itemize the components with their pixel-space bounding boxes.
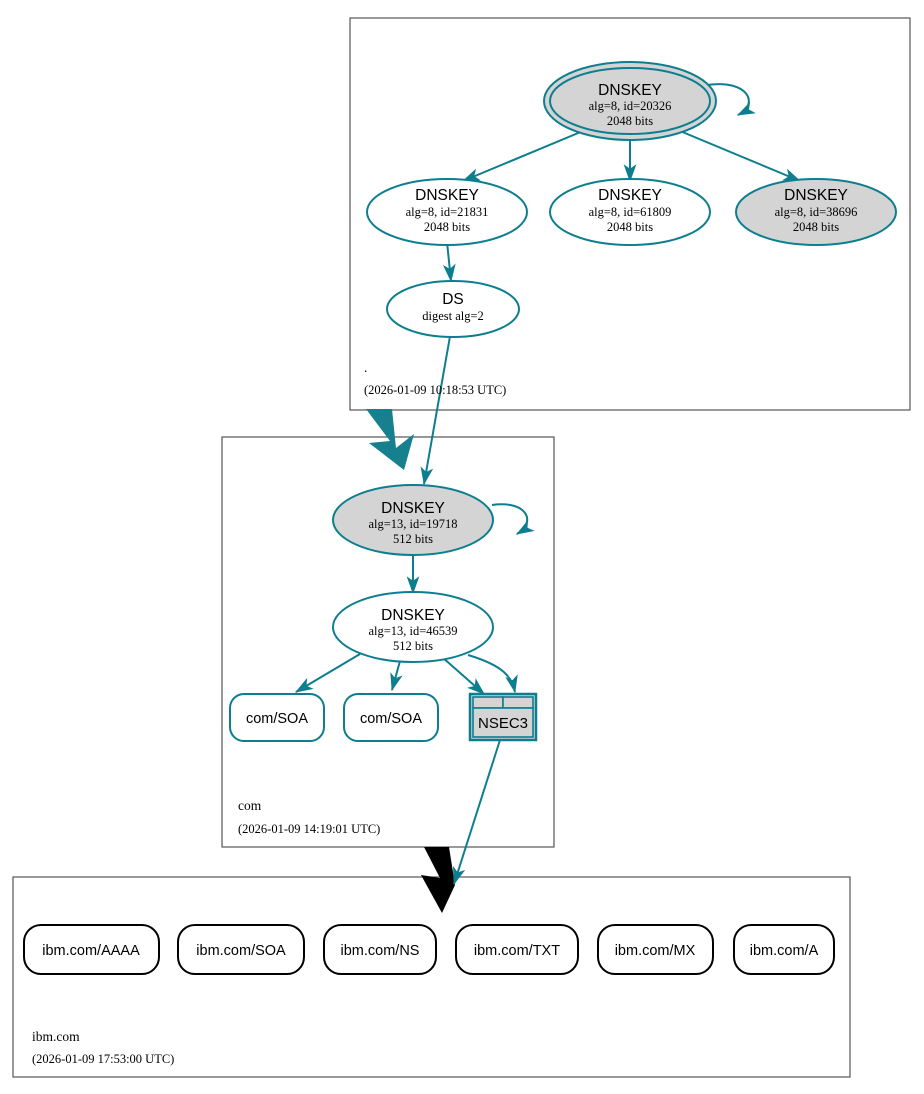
zone-name: com (238, 798, 262, 813)
block-arrow-com-to-ibm (421, 847, 455, 913)
edge-com-zsk-to-nsec3-right (467, 654, 518, 694)
node-label: ibm.com/TXT (474, 943, 560, 959)
node-ibm-aaaa[interactable]: ibm.com/AAAA (23, 924, 160, 975)
node-com-soa-2[interactable]: com/SOA (343, 693, 439, 742)
node-detail: alg=13, id=19718 (368, 517, 457, 531)
node-ibm-soa[interactable]: ibm.com/SOA (177, 924, 305, 975)
node-detail: alg=8, id=21831 (406, 205, 489, 219)
zone-box-root (349, 17, 911, 411)
node-detail: alg=8, id=38696 (775, 205, 858, 219)
edge-com-zsk-to-soa-2 (390, 660, 403, 692)
node-root-dnskey-61809[interactable]: DNSKEY alg=8, id=61809 2048 bits (549, 178, 711, 246)
edge-com-zsk-to-soa-1 (294, 653, 361, 693)
node-com-soa-1[interactable]: com/SOA (229, 693, 325, 742)
node-bits: 2048 bits (793, 220, 839, 234)
node-label: com/SOA (360, 711, 422, 727)
node-bits: 2048 bits (607, 220, 653, 234)
node-ibm-ns[interactable]: ibm.com/NS (323, 924, 437, 975)
node-ibm-a[interactable]: ibm.com/A (733, 924, 835, 975)
node-label: DNSKEY (415, 187, 479, 204)
zone-timestamp: (2026-01-09 14:19:01 UTC) (238, 822, 380, 836)
node-ibm-txt[interactable]: ibm.com/TXT (455, 924, 579, 975)
zone-box-ibm-com (12, 876, 851, 1078)
edge-com-zsk-to-nsec3-left (441, 656, 485, 695)
zone-caption-root: . (2026-01-09 10:18:53 UTC) (364, 360, 506, 397)
node-detail: digest alg=2 (422, 309, 484, 323)
node-label: DNSKEY (784, 187, 848, 204)
zone-caption-ibm-com: ibm.com (2026-01-09 17:53:00 UTC) (32, 1029, 174, 1066)
node-bits: 512 bits (393, 532, 433, 546)
node-label: com/SOA (246, 711, 308, 727)
block-arrow-root-to-com (366, 409, 414, 470)
node-bits: 2048 bits (424, 220, 470, 234)
zone-timestamp: (2026-01-09 17:53:00 UTC) (32, 1052, 174, 1066)
node-label: ibm.com/SOA (196, 943, 286, 959)
zone-name: . (364, 360, 367, 375)
node-bits: 2048 bits (607, 114, 653, 128)
node-root-dnskey-20326[interactable]: DNSKEY alg=8, id=20326 2048 bits (543, 61, 717, 141)
node-label: NSEC3 (478, 715, 528, 732)
node-root-dnskey-21831[interactable]: DNSKEY alg=8, id=21831 2048 bits (366, 178, 528, 246)
zone-caption-com: com (2026-01-09 14:19:01 UTC) (238, 798, 380, 836)
node-root-ds[interactable]: DS digest alg=2 (386, 280, 520, 338)
node-detail: alg=8, id=20326 (589, 99, 672, 113)
node-com-nsec3[interactable]: NSEC3 (468, 692, 538, 742)
edge-nsec3-to-ibm-zone (453, 739, 501, 886)
edge-ds-to-com-dnskey (420, 324, 453, 486)
edge-self-loop-com-ksk (491, 503, 535, 535)
node-label: DNSKEY (381, 607, 445, 624)
node-label: DNSKEY (598, 187, 662, 204)
edge-root-ksk-to-ksk-38696 (679, 130, 802, 182)
node-label: ibm.com/A (750, 943, 819, 959)
node-label: DNSKEY (381, 500, 445, 517)
edge-root-ksk-to-zsk-21831 (461, 130, 584, 182)
node-label: DS (442, 291, 464, 308)
zone-name: ibm.com (32, 1029, 80, 1044)
node-detail: alg=13, id=46539 (368, 624, 457, 638)
edge-self-loop-root-ksk (706, 83, 756, 116)
node-root-dnskey-38696[interactable]: DNSKEY alg=8, id=38696 2048 bits (735, 178, 897, 246)
node-bits: 512 bits (393, 639, 433, 653)
edge-root-zsk-to-ds (442, 241, 456, 283)
node-com-dnskey-19718[interactable]: DNSKEY alg=13, id=19718 512 bits (332, 484, 494, 556)
node-label: ibm.com/NS (341, 943, 420, 959)
node-label: ibm.com/AAAA (42, 943, 140, 959)
node-detail: alg=8, id=61809 (589, 205, 672, 219)
node-ibm-mx[interactable]: ibm.com/MX (597, 924, 714, 975)
node-label: DNSKEY (598, 82, 662, 99)
zone-timestamp: (2026-01-09 10:18:53 UTC) (364, 383, 506, 397)
node-label: ibm.com/MX (615, 943, 696, 959)
node-com-dnskey-46539[interactable]: DNSKEY alg=13, id=46539 512 bits (332, 591, 494, 663)
